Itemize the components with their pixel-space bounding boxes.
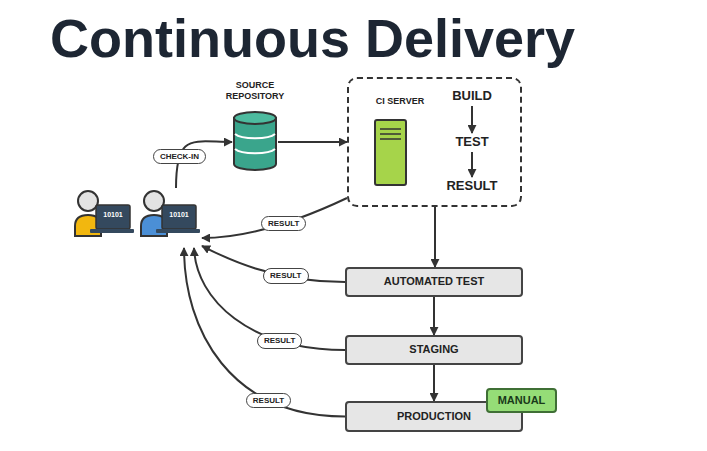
developer-figure (136, 188, 202, 248)
pipeline-step: TEST (437, 135, 507, 150)
database-band (235, 149, 275, 153)
title: Continuous Delivery (50, 11, 575, 65)
stage-label: PRODUCTION (397, 410, 471, 423)
edge-label: RESULT (263, 268, 308, 284)
stage-label: STAGING (409, 343, 458, 356)
edge-label: RESULT (246, 393, 291, 409)
flow-connector (202, 198, 347, 238)
database-band (235, 134, 275, 138)
laptop-screen (162, 205, 196, 229)
flow-connector (433, 297, 435, 335)
step-arrow (471, 152, 473, 177)
flow-connector (434, 207, 436, 267)
developer-icon: 10101 (136, 188, 202, 248)
flow-connector (194, 248, 345, 350)
server-slot (380, 133, 401, 135)
server-slot (380, 128, 401, 130)
binary-text: 10101 (162, 211, 196, 218)
database-figure (232, 110, 278, 172)
step-arrow (471, 106, 473, 133)
server-label: CI SERVER (360, 96, 440, 106)
pipeline-step: RESULT (437, 179, 507, 194)
stage-box: AUTOMATED TEST (345, 267, 523, 297)
server-icon (375, 120, 406, 185)
edge-label: RESULT (257, 333, 302, 349)
stage-box: STAGING (345, 335, 523, 365)
tag-label: MANUAL (498, 394, 546, 407)
laptop-base (90, 229, 134, 233)
laptop-base (156, 229, 200, 233)
flow-connector (433, 365, 435, 401)
stage-label: AUTOMATED TEST (384, 275, 484, 288)
person-head (144, 191, 164, 211)
flow-connector (278, 141, 347, 143)
pipeline-step: BUILD (437, 89, 507, 104)
server-slot (380, 138, 401, 140)
ci-group-box: CI SERVERBUILD TEST RESULT (347, 77, 522, 207)
laptop-screen (96, 205, 130, 229)
binary-text: 10101 (96, 211, 130, 218)
database-icon: SOURCE REPOSITORY (232, 110, 278, 172)
developer-figure (70, 188, 136, 248)
flow-connector (184, 248, 345, 417)
database-top (234, 112, 276, 124)
developer-icon: 10101 (70, 188, 136, 248)
edge-label: RESULT (261, 216, 306, 232)
edge-label: CHECK-IN (153, 149, 206, 165)
node-heading: SOURCE REPOSITORY (212, 80, 298, 102)
manual-tag: MANUAL (486, 388, 557, 413)
database-body (234, 118, 276, 170)
person-head (78, 191, 98, 211)
